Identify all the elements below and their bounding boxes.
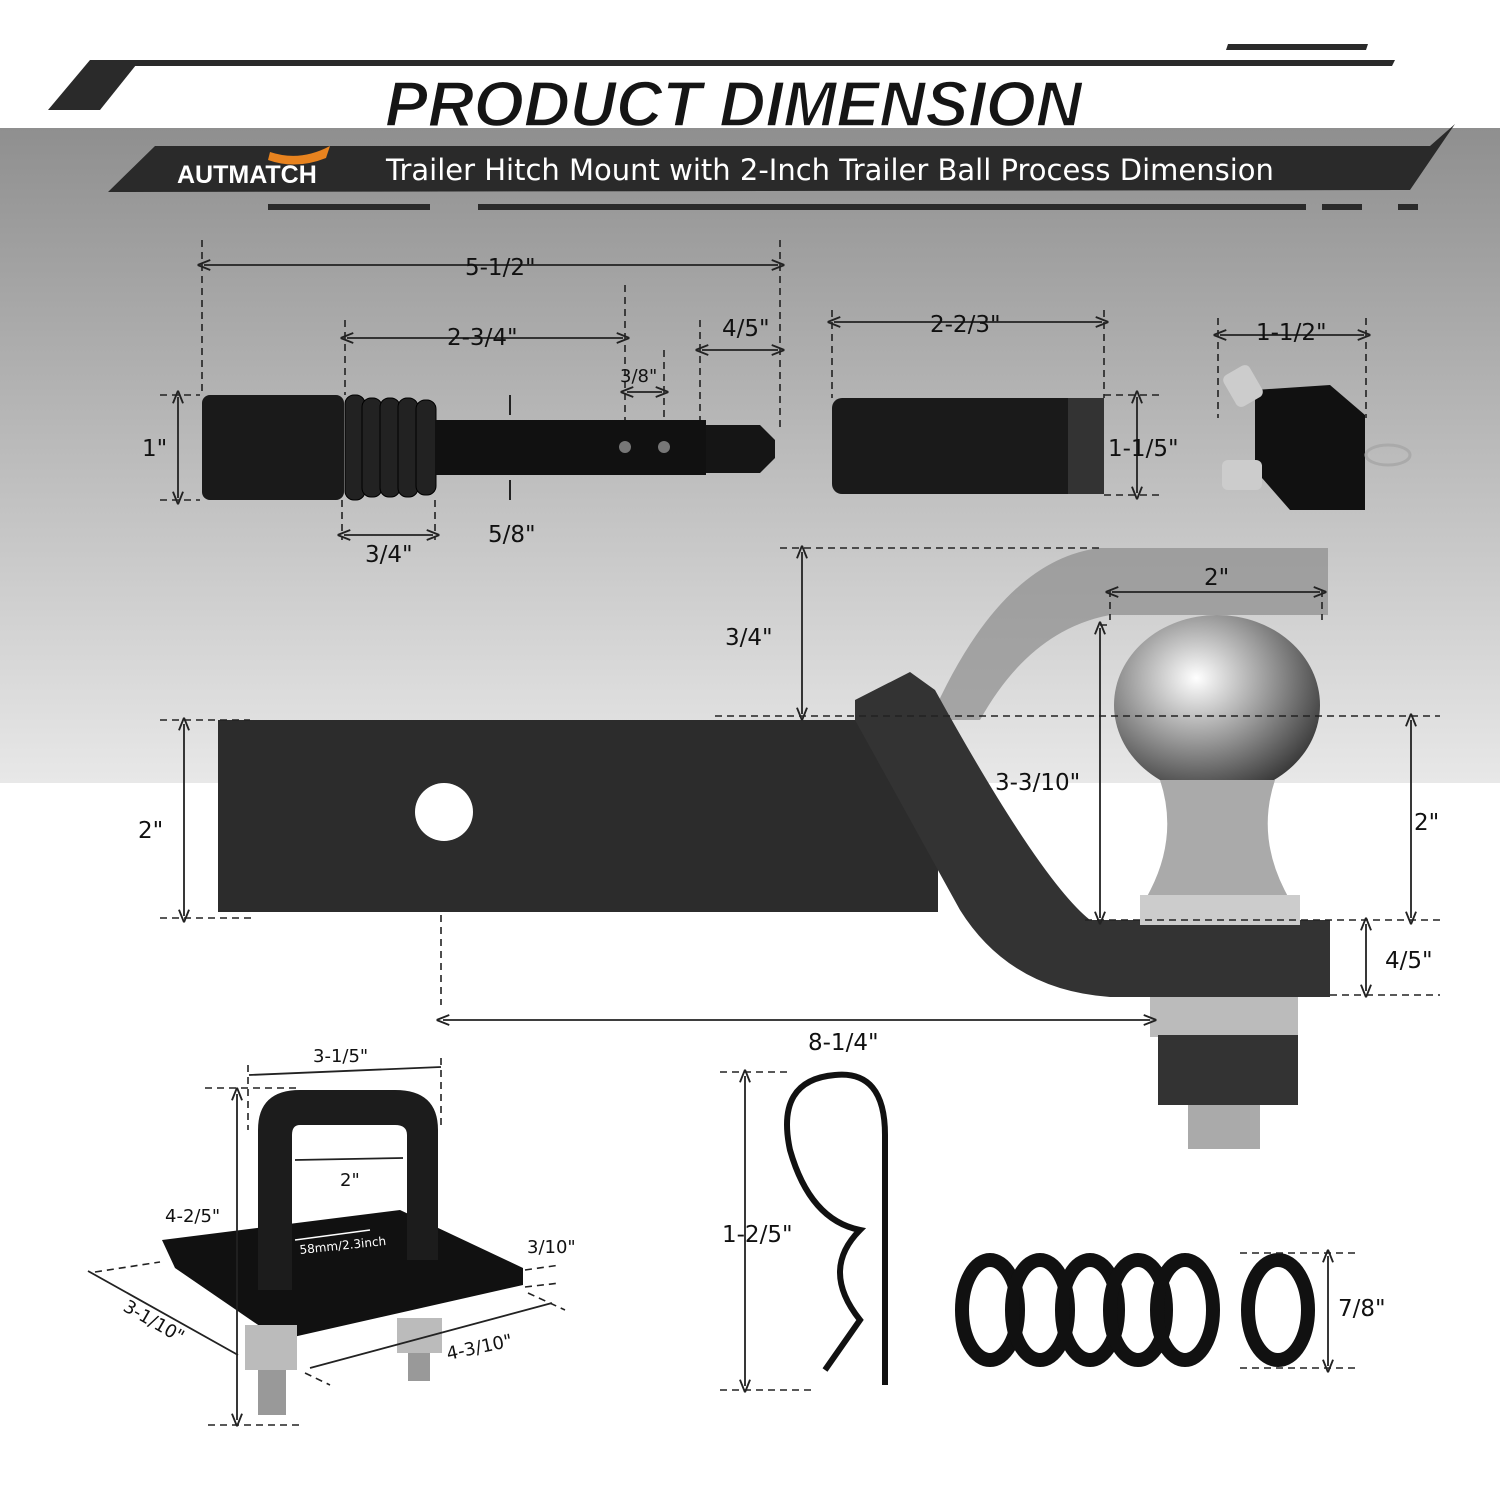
shank: [218, 720, 938, 912]
dim-pin-tip-length: 4/5": [722, 316, 770, 342]
dim-pin-total-length: 5-1/2": [465, 255, 536, 281]
brand-logo: AUTMATCH: [177, 161, 317, 189]
dim-ring-diameter: 7/8": [1338, 1296, 1386, 1322]
dim-keys-width: 1-1/2": [1256, 320, 1327, 346]
lock-keys: 1-1/2": [1218, 318, 1412, 510]
bolt-thread: [1188, 1105, 1260, 1149]
dim-sleeve-diameter: 1-1/5": [1108, 436, 1179, 462]
hitch-ball: [1114, 615, 1320, 795]
dim-tiedown-plate-length: 4-3/10": [445, 1330, 515, 1364]
dim-platform-thickness: 4/5": [1385, 948, 1433, 974]
dim-pin-head-diameter: 1": [142, 436, 167, 462]
dim-ball-base-height: 2": [1414, 810, 1439, 836]
r-clip: 1-2/5": [720, 1072, 888, 1390]
dim-pin-hole-spacing: 3/8": [620, 366, 657, 387]
dim-tiedown-plate-thickness: 3/10": [527, 1237, 576, 1258]
pin-dimensions: 5-1/2" 2-3/4" 4/5" 3/8" 1" 5/8" 3/4": [142, 240, 780, 568]
page-title: PRODUCT DIMENSION: [385, 68, 1084, 140]
dim-pin-shaft-length: 2-3/4": [447, 325, 518, 351]
logo-swoosh: [268, 146, 330, 165]
dim-pin-shaft-diameter: 5/8": [488, 522, 536, 548]
dim-shank-height: 2": [138, 818, 163, 844]
dim-ball-height: 3-3/10": [995, 770, 1080, 796]
dim-mount-length: 8-1/4": [808, 1030, 879, 1056]
dim-tiedown-inner-width: 2": [340, 1170, 360, 1191]
header: PRODUCT DIMENSION AUTMATCH Trailer Hitch…: [48, 44, 1455, 210]
subtitle: Trailer Hitch Mount with 2-Inch Trailer …: [385, 153, 1274, 187]
ring-dimensions: 7/8": [1240, 1253, 1386, 1368]
dim-clip-height: 1-2/5": [722, 1222, 793, 1248]
tie-down-anchor: [162, 1090, 523, 1415]
dim-tiedown-width: 3-1/5": [313, 1046, 368, 1067]
mount-dimensions: 3/4" 2" 3-3/10" 2" 2" 4/5" 8-1/4": [138, 548, 1440, 1056]
nut: [1158, 1035, 1298, 1105]
hitch-pin: [202, 394, 775, 501]
dim-pin-spring-length: 3/4": [365, 542, 413, 568]
dim-sleeve-length: 2-2/3": [930, 312, 1001, 338]
pin-hole: [415, 783, 473, 841]
subtitle-banner: [108, 124, 1455, 192]
sleeve: 2-2/3" 1-1/5": [832, 310, 1179, 495]
dim-mount-rise: 3/4": [725, 625, 773, 651]
dim-tiedown-height: 4-2/5": [165, 1206, 220, 1227]
dim-ball-diameter: 2": [1204, 565, 1229, 591]
drop-arm: [855, 672, 1330, 997]
o-rings: [955, 1253, 1315, 1367]
